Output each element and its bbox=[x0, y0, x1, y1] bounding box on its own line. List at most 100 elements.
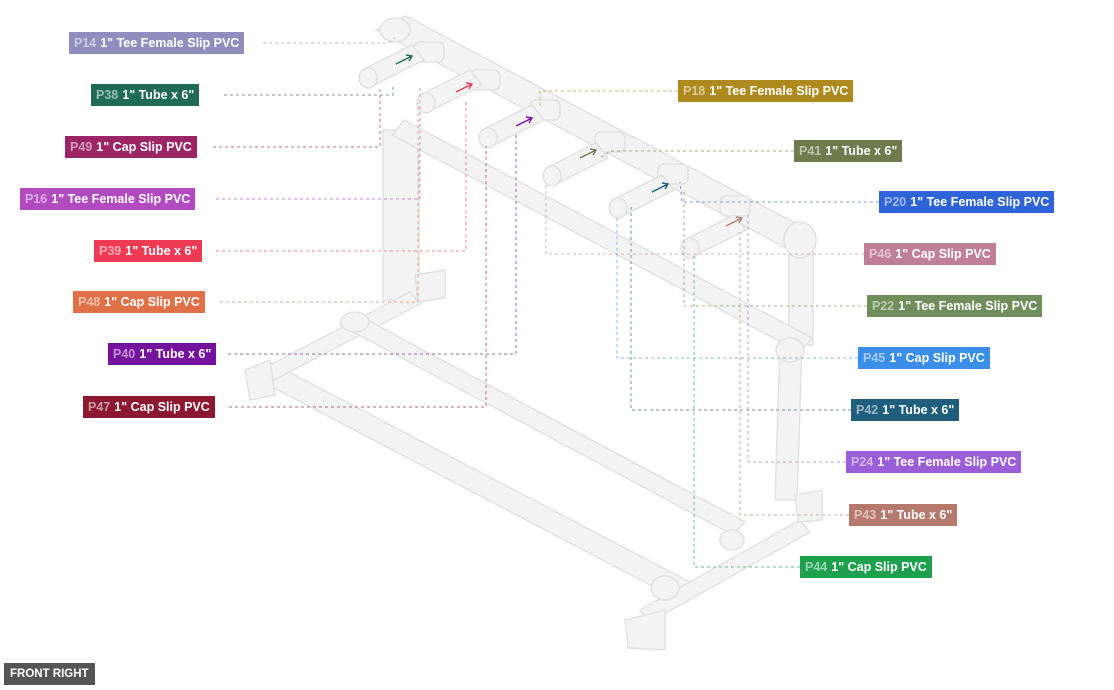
leader-line-p18 bbox=[539, 90, 678, 108]
leader-line-p42 bbox=[630, 204, 851, 411]
leader-line-p43 bbox=[739, 232, 849, 516]
part-id: P39 bbox=[99, 244, 122, 258]
part-description: 1" Cap Slip PVC bbox=[114, 400, 210, 414]
part-description: 1" Tube x 6" bbox=[880, 508, 953, 522]
leader-line-p41 bbox=[599, 150, 794, 159]
part-description: 1" Cap Slip PVC bbox=[895, 247, 991, 261]
view-label: FRONT RIGHT bbox=[4, 663, 95, 685]
base-joint-fitting bbox=[719, 529, 745, 551]
end-cap-fitting bbox=[542, 165, 562, 187]
part-description: 1" Tube x 6" bbox=[122, 88, 195, 102]
end-cap-fitting bbox=[416, 92, 436, 114]
part-id: P18 bbox=[683, 84, 706, 98]
arrow-icon bbox=[395, 54, 414, 65]
foot-front-right-pipe bbox=[624, 609, 666, 651]
foot-back-left-pipe bbox=[414, 269, 446, 303]
part-description: 1" Tube x 6" bbox=[825, 144, 898, 158]
part-id: P22 bbox=[872, 299, 895, 313]
end-cap-fitting bbox=[478, 127, 498, 149]
part-description: 1" Tee Female Slip PVC bbox=[910, 195, 1050, 209]
part-id: P46 bbox=[869, 247, 892, 261]
part-id: P16 bbox=[25, 192, 48, 206]
part-id: P14 bbox=[74, 36, 97, 50]
leader-line-p39 bbox=[216, 99, 467, 252]
leader-line-p20 bbox=[679, 181, 879, 203]
part-id: P49 bbox=[70, 140, 93, 154]
top-left-elbow-fitting bbox=[379, 17, 411, 43]
base-joint-fitting bbox=[650, 575, 680, 601]
base-joint-fitting bbox=[775, 337, 805, 363]
leader-line-p40 bbox=[228, 132, 517, 355]
back-base-rail-pipe bbox=[390, 119, 814, 353]
part-id: P48 bbox=[78, 295, 101, 309]
end-cap-fitting bbox=[608, 197, 628, 219]
leader-line-p22 bbox=[683, 190, 867, 307]
foot-back-right-pipe bbox=[794, 489, 823, 523]
part-id: P40 bbox=[113, 347, 136, 361]
leader-line-p16 bbox=[216, 88, 421, 200]
leader-line-p44 bbox=[693, 256, 800, 568]
part-description: 1" Tube x 6" bbox=[125, 244, 198, 258]
arrow-icon bbox=[651, 182, 670, 193]
end-cap-fitting bbox=[358, 67, 378, 89]
part-description: 1" Tube x 6" bbox=[882, 403, 955, 417]
arrow-icon bbox=[579, 148, 598, 159]
foot-front-left-pipe bbox=[244, 358, 276, 401]
part-id: P45 bbox=[863, 351, 886, 365]
arrow-icon bbox=[455, 82, 474, 93]
leader-line-p45 bbox=[616, 216, 858, 359]
leader-line-p48 bbox=[220, 103, 419, 303]
part-description: 1" Tube x 6" bbox=[139, 347, 212, 361]
part-id: P24 bbox=[851, 455, 874, 469]
part-description: 1" Tee Female Slip PVC bbox=[898, 299, 1038, 313]
leader-line-p46 bbox=[545, 184, 864, 255]
part-description: 1" Cap Slip PVC bbox=[889, 351, 985, 365]
part-description: 1" Cap Slip PVC bbox=[96, 140, 192, 154]
leader-line-p14 bbox=[263, 37, 396, 44]
end-cap-fitting bbox=[680, 237, 700, 259]
leader-line-p49 bbox=[213, 87, 381, 148]
part-id: P38 bbox=[96, 88, 119, 102]
part-description: 1" Tee Female Slip PVC bbox=[51, 192, 191, 206]
part-id: P20 bbox=[884, 195, 907, 209]
part-id: P44 bbox=[805, 560, 828, 574]
arrow-icon bbox=[515, 116, 534, 127]
part-description: 1" Cap Slip PVC bbox=[104, 295, 200, 309]
part-id: P42 bbox=[856, 403, 879, 417]
part-description: 1" Tee Female Slip PVC bbox=[709, 84, 849, 98]
part-description: 1" Tee Female Slip PVC bbox=[877, 455, 1017, 469]
part-id: P43 bbox=[854, 508, 877, 522]
leader-line-p24 bbox=[747, 212, 846, 463]
arrow-icon bbox=[725, 216, 744, 227]
part-id: P47 bbox=[88, 400, 111, 414]
top-right-elbow-fitting bbox=[783, 221, 817, 259]
base-joint-fitting bbox=[340, 311, 370, 333]
leader-line-p47 bbox=[229, 146, 487, 408]
tee-fitting bbox=[594, 131, 626, 153]
leader-line-p38 bbox=[224, 84, 394, 96]
part-description: 1" Cap Slip PVC bbox=[831, 560, 927, 574]
part-id: P41 bbox=[799, 144, 822, 158]
part-description: 1" Tee Female Slip PVC bbox=[100, 36, 240, 50]
